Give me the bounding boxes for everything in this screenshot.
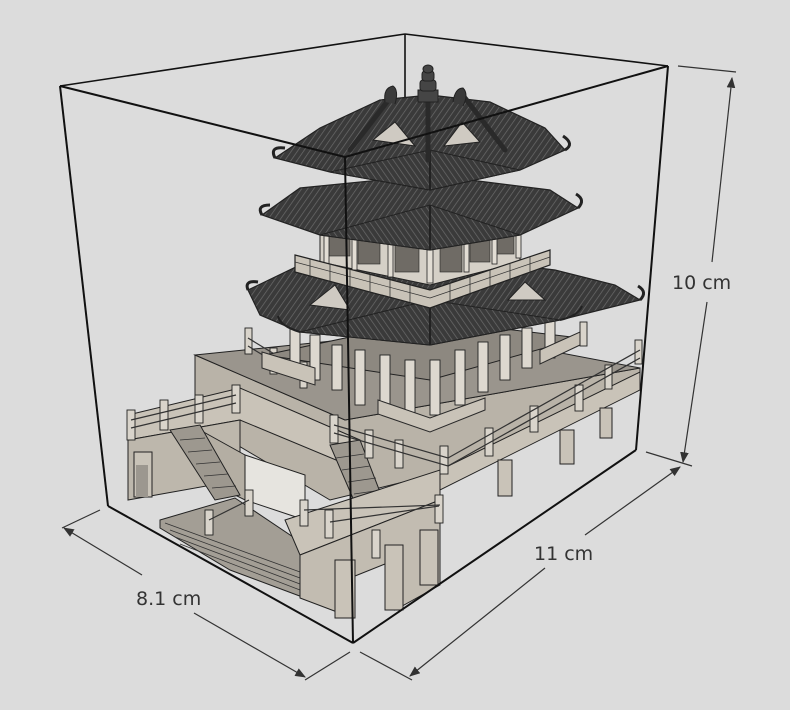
pagoda-model bbox=[126, 64, 645, 619]
width-dimension-line-bottom bbox=[409, 567, 546, 677]
width-dimension-label: 11 cm bbox=[531, 543, 597, 565]
height-dimension-label: 10 cm bbox=[669, 272, 735, 294]
depth-dimension-line-bottom bbox=[193, 612, 306, 678]
height-dimension-line-top bbox=[711, 76, 736, 263]
width-dimension-line-top bbox=[584, 466, 681, 536]
height-dimension-line-bottom bbox=[680, 301, 708, 464]
roof-finial bbox=[417, 64, 439, 103]
bounding-box-front-edges bbox=[59, 65, 669, 644]
depth-dimension-line-top bbox=[63, 527, 143, 576]
dimension-lines bbox=[61, 65, 737, 681]
depth-dimension-label: 8.1 cm bbox=[133, 588, 205, 610]
